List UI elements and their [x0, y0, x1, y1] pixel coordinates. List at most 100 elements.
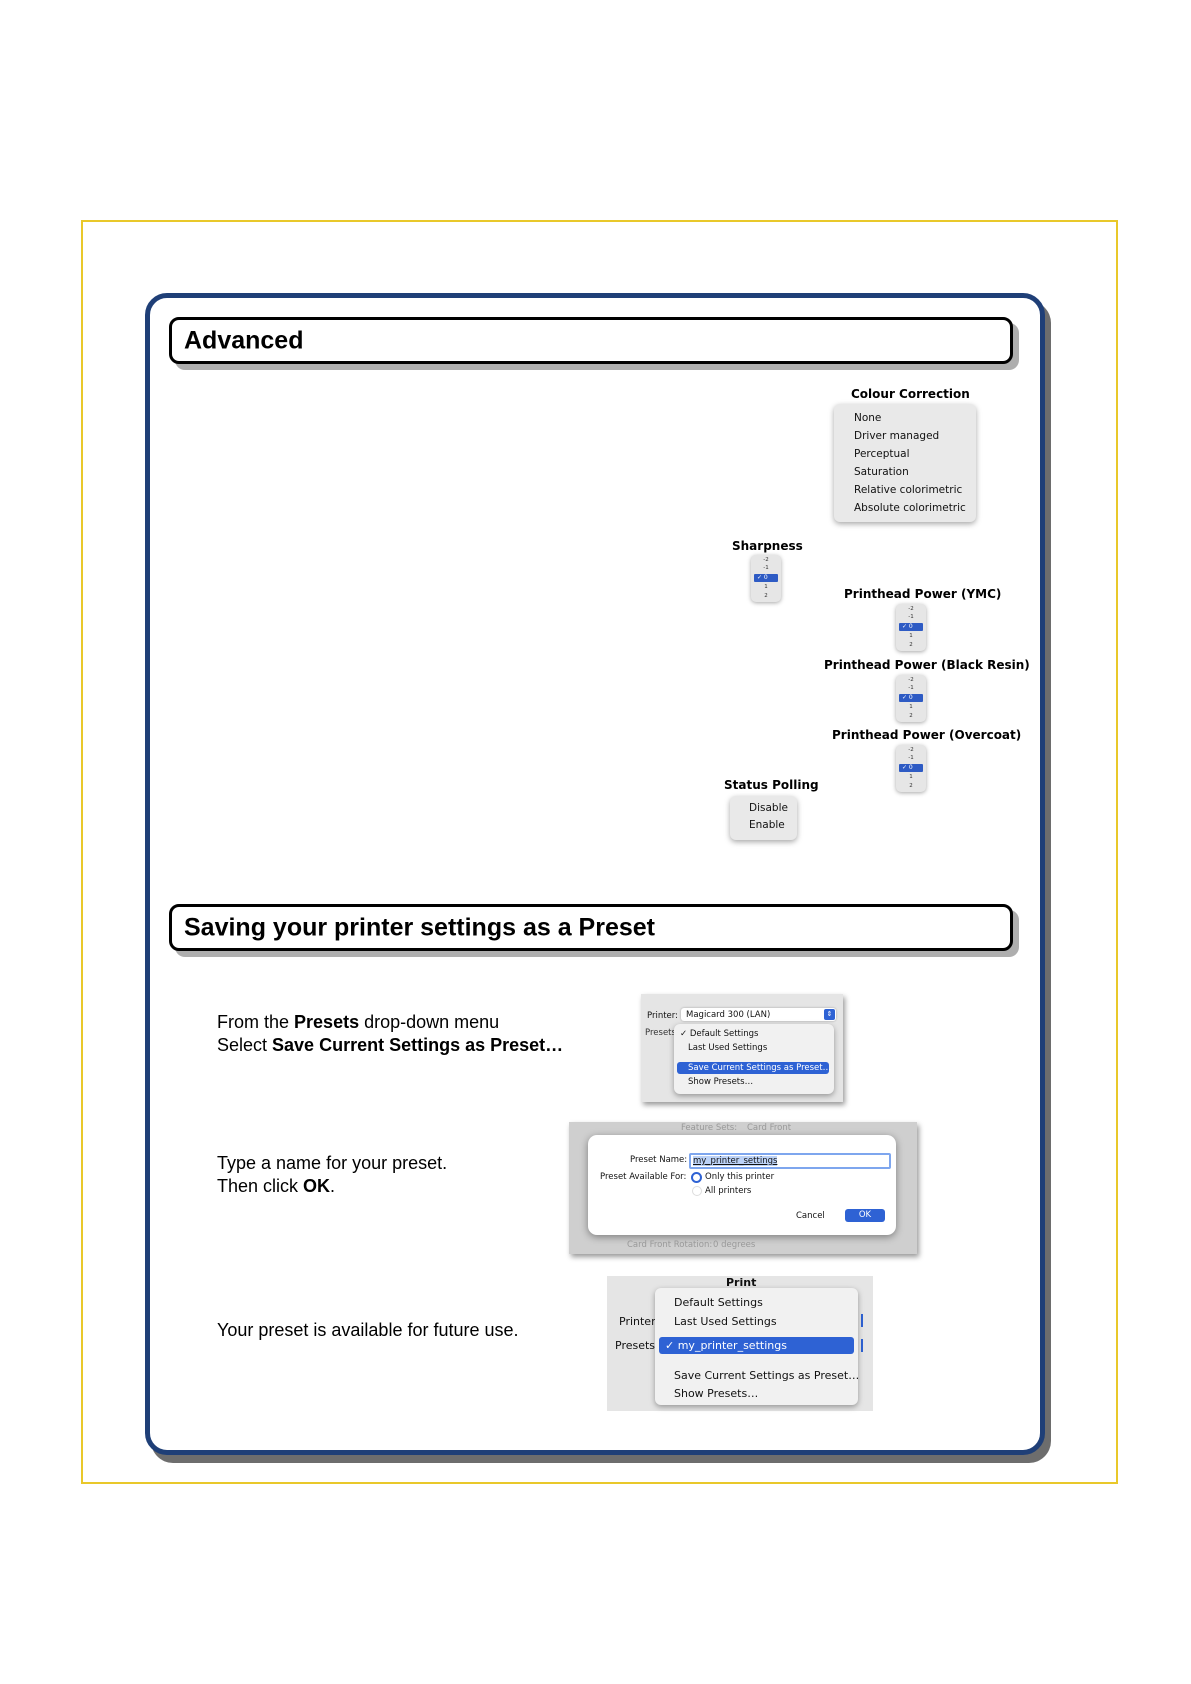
stepper-selected-value[interactable]: ✓ 0 [754, 574, 778, 582]
stepper-value: -2 [908, 606, 914, 612]
printer-select-value: Magicard 300 (LAN) [686, 1010, 771, 1020]
step3-instruction: Your preset is available for future use. [217, 1319, 519, 1342]
stepper-selected-value[interactable]: ✓ 0 [899, 764, 923, 772]
ok-button[interactable]: OK [845, 1209, 885, 1222]
print-preset-my-printer-settings[interactable]: ✓ my_printer_settings [659, 1337, 854, 1354]
rotation-label: Card Front Rotation: [627, 1240, 713, 1250]
colour-option-absolute-colorimetric[interactable]: Absolute colorimetric [854, 502, 966, 514]
presets-label: Presets [645, 1028, 676, 1038]
stepper-value: 1 [909, 774, 913, 780]
stepper-value: 2 [909, 713, 913, 719]
feature-sets-value: Card Front [747, 1123, 792, 1133]
preset-name-dialog-screenshot: Feature Sets: Card Front Preset Name: my… [569, 1122, 917, 1254]
stepper-value: -2 [908, 747, 914, 753]
stepper-value: 2 [909, 642, 913, 648]
printhead-ymc-stepper[interactable]: -2 -1 ✓ 0 1 2 [896, 604, 926, 651]
radio-only-this-printer-label: Only this printer [705, 1172, 775, 1182]
stepper-value: 1 [909, 633, 913, 639]
colour-option-saturation[interactable]: Saturation [854, 466, 909, 478]
printhead-black-resin-label: Printhead Power (Black Resin) [824, 658, 1030, 672]
stepper-value: -1 [763, 565, 769, 571]
printhead-overcoat-label: Printhead Power (Overcoat) [832, 728, 1022, 742]
step1-bold: Presets [294, 1012, 360, 1032]
presets-dropdown-menu[interactable]: ✓ Default Settings Last Used Settings Sa… [674, 1024, 834, 1094]
stepper-value: 2 [909, 783, 913, 789]
sharpness-label: Sharpness [732, 539, 803, 553]
printhead-overcoat-stepper[interactable]: -2 -1 ✓ 0 1 2 [896, 745, 926, 792]
preset-item-last-used[interactable]: Last Used Settings [688, 1043, 768, 1053]
step1-text: Select [217, 1035, 273, 1055]
colour-correction-menu[interactable]: None Driver managed Perceptual Saturatio… [834, 404, 976, 522]
print-printer-label: Printer [619, 1315, 656, 1328]
stepper-value: 1 [909, 704, 913, 710]
advanced-header: Advanced [169, 317, 1013, 364]
preset-available-label: Preset Available For: [600, 1172, 687, 1182]
print-dialog-screenshot: Print Printer Presets Default Settings L… [607, 1276, 873, 1411]
printhead-ymc-label: Printhead Power (YMC) [844, 587, 1002, 601]
print-dialog-title: Print [726, 1276, 757, 1289]
stepper-value: -1 [908, 614, 914, 620]
step2-line2: Then click OK. [217, 1175, 447, 1198]
preset-name-dialog: Preset Name: my_printer_settings Preset … [588, 1135, 896, 1235]
select-edge [861, 1339, 863, 1352]
colour-correction-label: Colour Correction [851, 387, 970, 401]
radio-all-printers[interactable] [692, 1186, 702, 1196]
step1-text: drop-down menu [359, 1012, 500, 1032]
print-presets-menu[interactable]: Default Settings Last Used Settings ✓ my… [655, 1288, 860, 1405]
step2-text: . [330, 1176, 336, 1196]
preset-item-default[interactable]: ✓ Default Settings [680, 1029, 759, 1039]
step1-line2: Select Save Current Settings as Preset… [217, 1034, 563, 1057]
colour-option-none[interactable]: None [854, 412, 882, 424]
presets-menu-screenshot: Printer: Magicard 300 (LAN) ⇕ Presets ✓ … [641, 994, 843, 1102]
print-preset-default[interactable]: Default Settings [674, 1296, 763, 1309]
preset-name-input-value: my_printer_settings [693, 1156, 778, 1166]
sharpness-stepper[interactable]: -2 -1 ✓ 0 1 2 [751, 555, 781, 602]
stepper-value: -1 [908, 755, 914, 761]
cancel-button[interactable]: Cancel [796, 1211, 825, 1221]
preset-header: Saving your printer settings as a Preset [169, 904, 1013, 951]
feature-sets-label: Feature Sets: [681, 1123, 738, 1133]
step2-line1: Type a name for your preset. [217, 1153, 448, 1173]
step1-instruction: From the Presets drop-down menu Select S… [217, 1011, 563, 1057]
preset-item-show-presets[interactable]: Show Presets… [688, 1077, 754, 1087]
stepper-value: 2 [764, 593, 768, 599]
status-option-enable[interactable]: Enable [749, 819, 785, 831]
step1-line1: From the Presets drop-down menu [217, 1011, 563, 1034]
printer-label: Printer: [647, 1011, 678, 1021]
stepper-selected-value[interactable]: ✓ 0 [899, 694, 923, 702]
status-option-disable[interactable]: Disable [749, 802, 788, 814]
preset-item-save-current[interactable]: Save Current Settings as Preset… [677, 1062, 831, 1074]
stepper-value: -2 [763, 557, 769, 563]
step2-bold: OK [303, 1176, 331, 1196]
print-preset-show-presets[interactable]: Show Presets… [674, 1387, 759, 1400]
rotation-value: 0 degrees [713, 1240, 756, 1250]
stepper-value: 1 [764, 584, 768, 590]
status-polling-label: Status Polling [724, 778, 819, 792]
stepper-value: -2 [908, 677, 914, 683]
preset-name-input[interactable]: my_printer_settings [689, 1153, 891, 1169]
page-border [81, 220, 1118, 1484]
colour-option-perceptual[interactable]: Perceptual [854, 448, 910, 460]
colour-option-driver-managed[interactable]: Driver managed [854, 430, 940, 442]
stepper-value: -1 [908, 685, 914, 691]
print-presets-label: Presets [615, 1339, 656, 1352]
print-preset-last-used[interactable]: Last Used Settings [674, 1315, 777, 1328]
preset-name-label: Preset Name: [630, 1155, 688, 1165]
step1-text: From the [217, 1012, 295, 1032]
step2-instruction: Type a name for your preset. Then click … [217, 1152, 447, 1198]
step3-line1: Your preset is available for future use. [217, 1320, 519, 1340]
colour-option-relative-colorimetric[interactable]: Relative colorimetric [854, 484, 963, 496]
step2-text: Then click [217, 1176, 304, 1196]
radio-all-printers-label: All printers [705, 1186, 752, 1196]
preset-title: Saving your printer settings as a Preset [184, 913, 655, 941]
print-preset-save-current[interactable]: Save Current Settings as Preset… [674, 1369, 860, 1382]
stepper-selected-value[interactable]: ✓ 0 [899, 623, 923, 631]
advanced-title: Advanced [184, 326, 304, 354]
printer-select[interactable]: Magicard 300 (LAN) ⇕ [681, 1008, 836, 1021]
printhead-black-resin-stepper[interactable]: -2 -1 ✓ 0 1 2 [896, 675, 926, 722]
status-polling-menu[interactable]: Disable Enable [730, 796, 797, 840]
select-edge [861, 1314, 863, 1327]
select-arrows-icon: ⇕ [824, 1009, 835, 1020]
step1-bold: Save Current Settings as Preset… [272, 1035, 564, 1055]
radio-only-this-printer[interactable] [691, 1172, 702, 1183]
